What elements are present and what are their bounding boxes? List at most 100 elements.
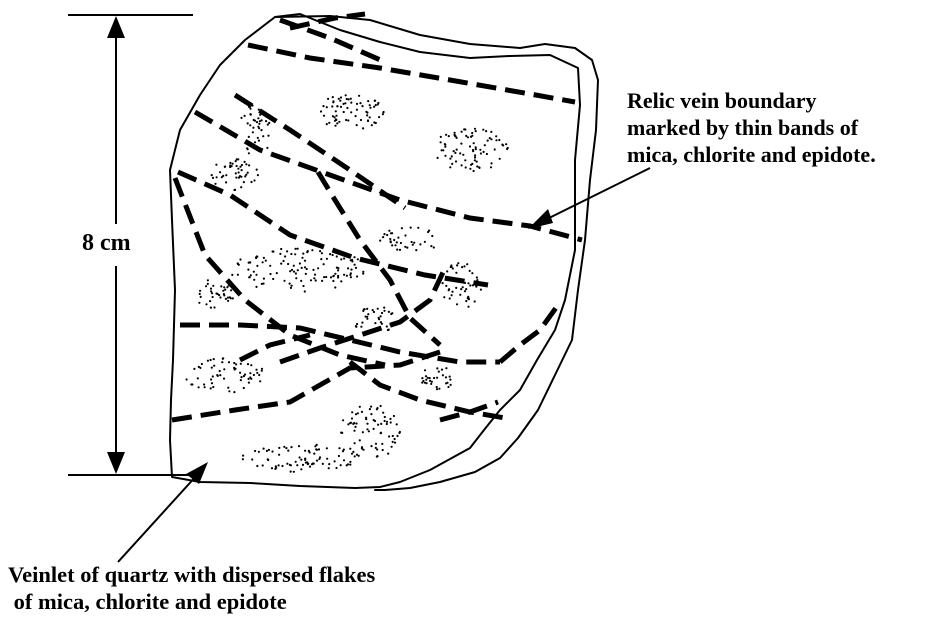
stipple-dot bbox=[240, 186, 242, 188]
stipple-dot bbox=[259, 114, 261, 116]
stipple-dot bbox=[390, 232, 392, 234]
stipple-dot bbox=[487, 140, 489, 142]
stipple-dot bbox=[268, 122, 270, 124]
stipple-dot bbox=[300, 459, 302, 461]
stipple-dot bbox=[347, 463, 349, 465]
stipple-dot bbox=[352, 423, 354, 425]
stipple-dot bbox=[283, 446, 285, 448]
stipple-dot bbox=[256, 265, 258, 267]
stipple-dot bbox=[276, 272, 278, 274]
stipple-dot bbox=[474, 300, 476, 302]
stipple-dot bbox=[468, 298, 470, 300]
stipple-dot bbox=[433, 377, 435, 379]
stipple-dot bbox=[340, 464, 342, 466]
stipple-dot bbox=[388, 230, 390, 232]
stipple-dot bbox=[370, 406, 372, 408]
stipple-dot bbox=[427, 377, 429, 379]
stipple-dot bbox=[464, 290, 466, 292]
stipple-dot bbox=[396, 423, 398, 425]
stipple-dot bbox=[436, 386, 438, 388]
stipple-dot bbox=[347, 267, 349, 269]
stipple-dot bbox=[221, 176, 223, 178]
stipple-dot bbox=[250, 181, 252, 183]
stipple-dot bbox=[227, 300, 229, 302]
relic-arrow-line bbox=[545, 168, 650, 220]
stipple-dot bbox=[244, 115, 246, 117]
stipple-dot bbox=[318, 448, 320, 450]
stipple-dot bbox=[326, 447, 328, 449]
stipple-dot bbox=[479, 149, 481, 151]
stipple-dot bbox=[260, 129, 262, 131]
stipple-dot bbox=[375, 122, 377, 124]
stipple-dot bbox=[257, 137, 259, 139]
stipple-dot bbox=[366, 318, 368, 320]
stipple-dot bbox=[376, 455, 378, 457]
stipple-dot bbox=[349, 464, 351, 466]
stipple-dot bbox=[250, 114, 252, 116]
stipple-dot bbox=[237, 168, 239, 170]
stipple-dot bbox=[296, 464, 298, 466]
stipple-dot bbox=[286, 250, 288, 252]
stipple-dot bbox=[266, 147, 268, 149]
stipple-dot bbox=[382, 111, 384, 113]
stipple-dot bbox=[247, 172, 249, 174]
stipple-dot bbox=[356, 323, 358, 325]
stipple-dot bbox=[357, 258, 359, 260]
stipple-dot bbox=[442, 374, 444, 376]
stipple-dot bbox=[359, 102, 361, 104]
stipple-dot bbox=[259, 380, 261, 382]
stipple-dot bbox=[390, 240, 392, 242]
stipple-dot bbox=[223, 378, 225, 380]
stipple-dot bbox=[470, 136, 472, 138]
stipple-dot bbox=[360, 119, 362, 121]
stipple-dot bbox=[258, 451, 260, 453]
stipple-dot bbox=[334, 286, 336, 288]
stipple-dot bbox=[472, 284, 474, 286]
stipple-dot bbox=[332, 101, 334, 103]
stipple-dot bbox=[326, 123, 328, 125]
stipple-dot bbox=[322, 463, 324, 465]
stipple-dot bbox=[328, 122, 330, 124]
stipple-dot bbox=[310, 279, 312, 281]
stipple-dot bbox=[247, 269, 249, 271]
stipple-dot bbox=[256, 121, 258, 123]
stipple-dot bbox=[347, 119, 349, 121]
stipple-dot bbox=[262, 464, 264, 466]
stipple-dot bbox=[445, 134, 447, 136]
stipple-dot bbox=[358, 95, 360, 97]
stipple-dot bbox=[330, 276, 332, 278]
stipple-dot bbox=[494, 148, 496, 150]
stipple-dot bbox=[205, 285, 207, 287]
stipple-dot bbox=[460, 143, 462, 145]
stipple-dot bbox=[425, 379, 427, 381]
stipple-dot bbox=[389, 238, 391, 240]
stipple-dot bbox=[279, 253, 281, 255]
stipple-dot bbox=[266, 450, 268, 452]
stipple-dot bbox=[356, 124, 358, 126]
relic-vein-label: Relic vein boundary marked by thin bands… bbox=[627, 87, 876, 168]
stipple-dot bbox=[278, 454, 280, 456]
stipple-dot bbox=[377, 308, 379, 310]
stipple-dot bbox=[396, 241, 398, 243]
stipple-dot bbox=[258, 374, 260, 376]
stipple-dot bbox=[335, 110, 337, 112]
stipple-dot bbox=[406, 247, 408, 249]
stipple-dot bbox=[239, 166, 241, 168]
stipple-dot bbox=[201, 363, 203, 365]
veinlet-arrow-line bbox=[118, 474, 198, 562]
stipple-dot bbox=[411, 241, 413, 243]
stipple-dot bbox=[436, 367, 438, 369]
stipple-dot bbox=[311, 249, 313, 251]
stipple-dot bbox=[465, 166, 467, 168]
stipple-dot bbox=[444, 146, 446, 148]
stipple-dot bbox=[258, 127, 260, 129]
stipple-dot bbox=[267, 135, 269, 137]
stipple-dot bbox=[472, 149, 474, 151]
relic-vein-arrow bbox=[528, 168, 650, 229]
stipple-dot bbox=[498, 139, 500, 141]
stipple-dot bbox=[430, 383, 432, 385]
stipple-dot bbox=[213, 358, 215, 360]
stipple-dot bbox=[255, 274, 257, 276]
stipple-dot bbox=[436, 388, 438, 390]
stipple-dot bbox=[204, 386, 206, 388]
